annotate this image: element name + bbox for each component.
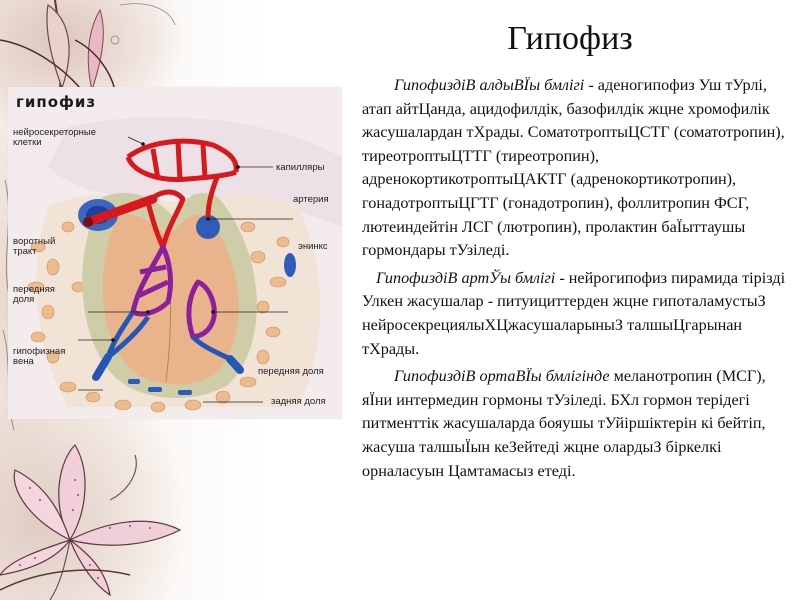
- pituitary-diagram: гипофиз нейросекреторные клетки капилляр…: [8, 87, 342, 419]
- label-neurosecretory-cells: нейросекреторные клетки: [13, 127, 97, 148]
- label-posterior-lobe: задняя доля: [271, 396, 326, 407]
- pituitary-illustration-icon: [27, 117, 342, 413]
- diagram-title: гипофиз: [16, 93, 97, 111]
- paragraph-text: - нейрогипофиз пирамида тірізді Улкен жа…: [362, 268, 786, 358]
- paragraph-lead: ГипофиздіВ алдыВЇы бмлігі: [394, 76, 585, 94]
- paragraph-text: меланотропин (МСГ), яЇни интермедин горм…: [362, 367, 766, 480]
- paragraph-text: - аденогипофиз Уш тУрлі, атап айтЦанда, …: [362, 76, 785, 260]
- paragraph-lead: ГипофиздіВ артЎы бмлігі: [376, 268, 556, 287]
- paragraph-anterior-lobe: ГипофиздіВ алдыВЇы бмлігі - аденогипофиз…: [362, 74, 792, 263]
- paragraph-posterior-lobe: ГипофиздіВ артЎы бмлігі - нейрогипофиз п…: [362, 267, 792, 361]
- label-artery: артерия: [293, 194, 329, 205]
- slide-title: Гипофиз: [507, 20, 633, 57]
- lily-decoration-icon: [0, 0, 182, 600]
- paragraph-intermediate-lobe: ГипофиздіВ ортаВЇы бмлігінде меланотропи…: [362, 365, 792, 483]
- label-sinus: энинкс: [298, 241, 328, 252]
- label-capillaries: капилляры: [276, 162, 325, 173]
- label-portal-tract: воротный тракт: [13, 236, 56, 257]
- slide-body: ГипофиздіВ алдыВЇы бмлігі - аденогипофиз…: [362, 74, 792, 487]
- label-pituitary-vein: гипофизная вена: [13, 346, 66, 367]
- label-anterior-lobe-left: передняя доля: [13, 284, 55, 305]
- paragraph-lead: ГипофиздіВ ортаВЇы бмлігінде: [394, 367, 610, 386]
- label-anterior-lobe-right: передняя доля: [258, 366, 324, 377]
